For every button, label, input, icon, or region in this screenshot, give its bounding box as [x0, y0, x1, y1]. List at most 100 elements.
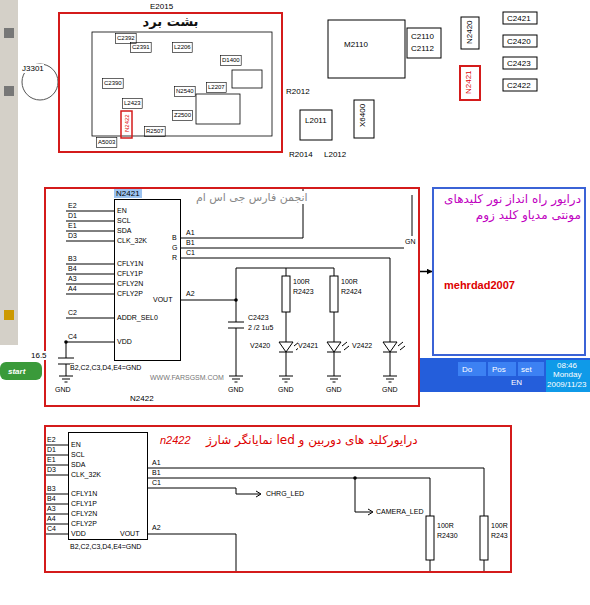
pin-label: CFLY1N	[117, 260, 143, 268]
pin-label: CFLY1P	[71, 500, 97, 508]
taskbar	[420, 358, 590, 392]
pin-label: A4	[47, 515, 56, 523]
pin-label: A1	[186, 229, 195, 237]
chip-name: n2422	[160, 434, 191, 447]
pin-label: VDD	[117, 338, 132, 346]
start-button	[0, 362, 42, 380]
pin-label: B3	[68, 255, 77, 263]
part-label: N2422	[124, 114, 131, 132]
component-outline	[145, 127, 166, 137]
component-outline	[461, 17, 479, 49]
region-title: بشت برد	[58, 14, 283, 30]
highlight-box	[460, 66, 480, 100]
pin-label: 2 /2 1u5	[248, 324, 273, 332]
pin-label: D1	[47, 446, 56, 454]
pin-label: GND	[278, 386, 294, 394]
component-outline	[503, 79, 537, 91]
resistor-symbol	[426, 516, 434, 560]
board-outline	[92, 32, 272, 136]
pin-label: G	[172, 244, 177, 252]
pin-label: SCL	[71, 451, 85, 459]
pin-label: SDA	[117, 227, 131, 235]
watermark: انجمن فارس جی اس ام	[194, 191, 310, 204]
part-label: R2507	[146, 128, 164, 135]
pin-label: C2	[68, 309, 77, 317]
part-label: N2421	[464, 70, 473, 94]
junction-dot	[353, 476, 357, 480]
pin-label: B2,C2,C3,D4,E4=GND	[70, 364, 141, 372]
schematic-frame: انجمن فارس جی اس امN2421	[44, 187, 420, 407]
part-label: C2112	[411, 44, 434, 53]
pin-label: A2	[186, 290, 195, 298]
pin-label: 100R	[491, 522, 508, 530]
pin-label: C4	[47, 525, 56, 533]
connector-arrow	[420, 271, 432, 273]
part-label: L2011	[305, 116, 327, 125]
part-label: R2012	[286, 87, 310, 96]
signature: mehrdad2007	[444, 279, 515, 292]
part-label: X6400	[358, 104, 367, 127]
pin-label: ADDR_SEL0	[117, 314, 158, 322]
pin-label: C2423	[248, 314, 269, 322]
ground-symbol	[327, 376, 341, 382]
part-label: E2015	[150, 2, 173, 11]
frame-title: درایورکلید های دوربین و led نمایانگر شار…	[204, 433, 420, 448]
pin-label: R	[172, 254, 177, 262]
ground-symbol	[383, 376, 397, 382]
part-label: N2420	[465, 20, 474, 44]
component-outline	[207, 83, 227, 93]
component-outline	[503, 12, 537, 24]
part-label: C2420	[507, 37, 531, 46]
ground-symbol	[59, 376, 73, 382]
ground-symbol	[279, 376, 293, 382]
pin-label: VDD	[71, 530, 86, 538]
part-label: L2423	[124, 100, 141, 107]
pin-label: SDA	[71, 461, 85, 469]
clock-area	[546, 360, 590, 392]
wire	[46, 445, 484, 571]
component-outline	[131, 43, 152, 53]
part-label: D1400	[222, 57, 240, 64]
pin-label: GND	[55, 386, 71, 394]
pin-label: R2423	[293, 288, 314, 296]
pin-label: GND	[382, 386, 398, 394]
part-label: M2110	[344, 40, 368, 49]
component-outline	[97, 138, 117, 148]
pin-label: EN	[71, 441, 81, 449]
taskbar-text: 2009/11/23	[547, 380, 586, 389]
part-label: A5003	[98, 139, 115, 146]
pin-label: 100R	[437, 522, 454, 530]
component-outline	[116, 34, 137, 44]
pin-label: A4	[68, 285, 77, 293]
component-outline	[503, 57, 537, 69]
part-label: J3301	[22, 64, 44, 73]
component-outline	[354, 100, 374, 138]
pin-label: SCL	[117, 217, 131, 225]
component-outline	[300, 110, 332, 140]
pin-label: A2	[152, 524, 161, 532]
part-label: R2014	[289, 150, 313, 159]
part-label: N2422	[130, 394, 154, 403]
toolbar-icon	[4, 310, 14, 320]
component-outline	[328, 20, 405, 78]
part-label: C2110	[411, 32, 434, 41]
pin-label: V2422	[352, 342, 372, 350]
pin-label: A3	[68, 275, 77, 283]
taskbar-button	[488, 362, 516, 376]
pin-label: 100R	[341, 278, 358, 286]
part-label: L2012	[324, 150, 346, 159]
pin-label: GND	[326, 386, 342, 394]
pin-label: C4	[68, 333, 77, 341]
part-label: N2540	[176, 88, 194, 95]
component-outline	[173, 43, 193, 53]
pin-label: E2	[68, 202, 77, 210]
led-symbol	[383, 338, 397, 352]
taskbar-button	[518, 362, 544, 376]
pin-label: CFLY2P	[117, 290, 143, 298]
toolbar-icon	[4, 86, 14, 96]
part-label: C2391	[132, 44, 150, 51]
watermark: WWW.FARSGSM.COM	[150, 374, 224, 382]
led-symbol	[383, 342, 405, 376]
pin-label: B1	[186, 239, 195, 247]
